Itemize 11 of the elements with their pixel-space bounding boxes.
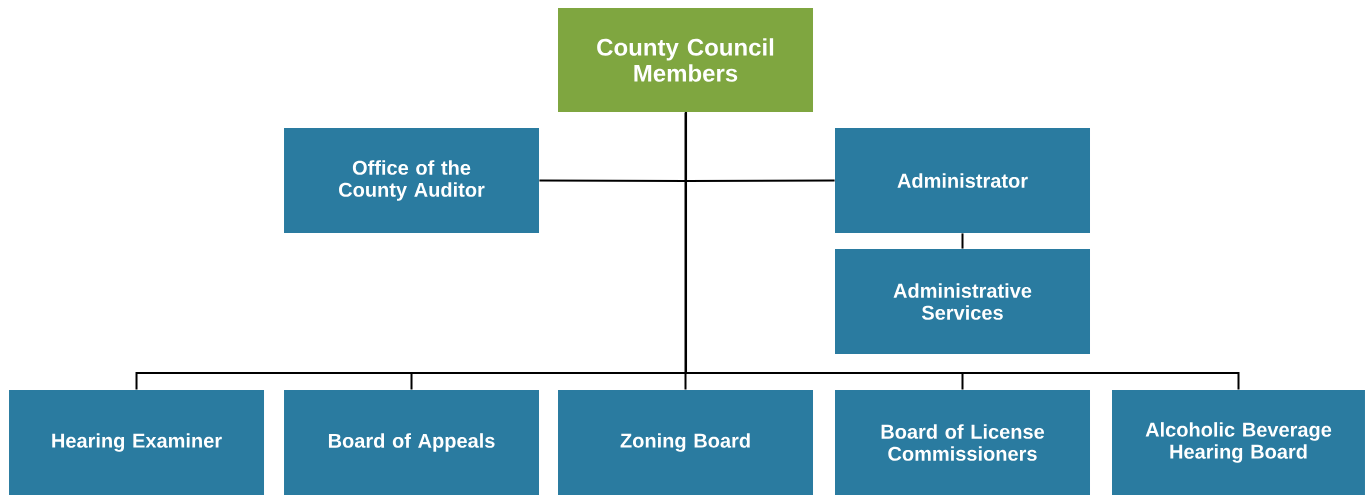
office-box: Administrator: [835, 128, 1090, 233]
board-box: Alcoholic Beverage Hearing Board: [1112, 390, 1365, 495]
board-box: Zoning Board: [558, 390, 813, 495]
connector-line: [961, 232, 964, 250]
board-box: Board of License Commissioners: [835, 390, 1090, 495]
board-box: Board of Appeals: [284, 390, 539, 495]
office-box: Administrative Services: [835, 249, 1090, 354]
office-box: Office of the County Auditor: [284, 128, 539, 233]
council-box: County Council Members: [558, 8, 813, 112]
connector-line: [685, 111, 1240, 391]
board-box: Hearing Examiner: [9, 390, 264, 495]
